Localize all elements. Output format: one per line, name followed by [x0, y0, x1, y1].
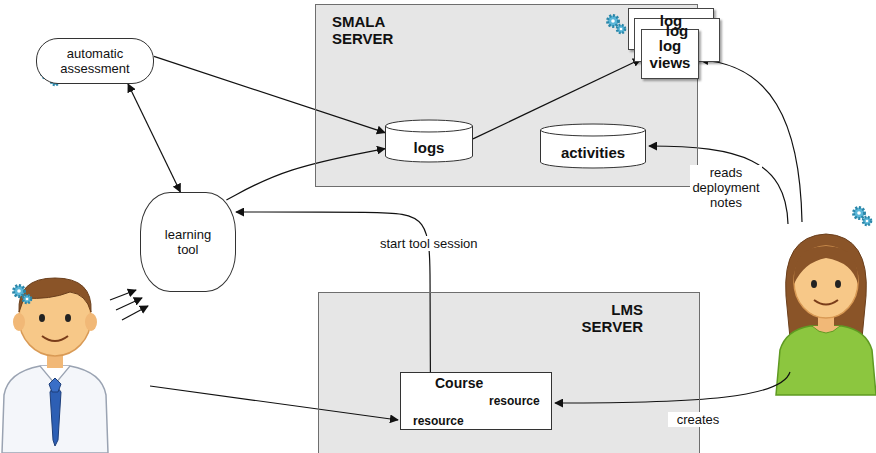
tool-shape: learning tool — [140, 192, 236, 292]
server-title: LMS SERVER — [571, 301, 643, 335]
node-label: log — [641, 22, 713, 39]
server-panel-ground — [318, 292, 700, 453]
resource-label: resource — [413, 413, 464, 430]
connector-arrow — [226, 149, 385, 200]
resource-label: resource — [489, 393, 540, 410]
connector-arrow — [128, 84, 180, 192]
node-label: automatic assessment — [47, 46, 143, 76]
actor-arrow — [110, 290, 136, 300]
course-box: Course resource resource — [400, 372, 552, 430]
action-label: reads deployment notes — [690, 165, 762, 210]
note-holder: reads deployment notes — [690, 165, 762, 210]
gear-icon — [854, 208, 872, 226]
node-label: logs — [393, 139, 465, 156]
actor-arrow — [649, 146, 788, 224]
process-box: automatic assessment — [36, 38, 154, 84]
node-label: learning tool — [153, 227, 223, 257]
server-panel-ground — [315, 4, 698, 187]
gear-icon — [14, 286, 32, 304]
server-panel: Course resource resource LMS SERVER — [318, 292, 700, 453]
note-holder: creates — [668, 412, 728, 427]
actor-arrow — [116, 298, 142, 310]
node-label: log views — [648, 37, 692, 71]
server-title: SMALA SERVER — [332, 13, 404, 47]
gear-icon — [608, 16, 626, 34]
log-document: log views — [641, 29, 699, 79]
node-label: activities — [557, 144, 629, 161]
edge-label-holder: start tool session — [378, 236, 480, 251]
action-label: creates — [668, 412, 728, 427]
database-cylinder: logs — [385, 120, 473, 162]
actor-arrow — [555, 372, 790, 403]
connector-arrow — [154, 56, 385, 132]
server-panel: logloglog viewslogsactivitiesSMALA SERVE… — [315, 4, 698, 187]
edge-label: start tool session — [378, 236, 480, 251]
database-cylinder: activities — [540, 124, 646, 168]
node-label: Course — [435, 375, 483, 392]
actor-arrow — [122, 306, 148, 320]
actor-arrow — [150, 386, 398, 420]
teacher-figure — [776, 234, 876, 395]
student-figure — [2, 278, 108, 453]
